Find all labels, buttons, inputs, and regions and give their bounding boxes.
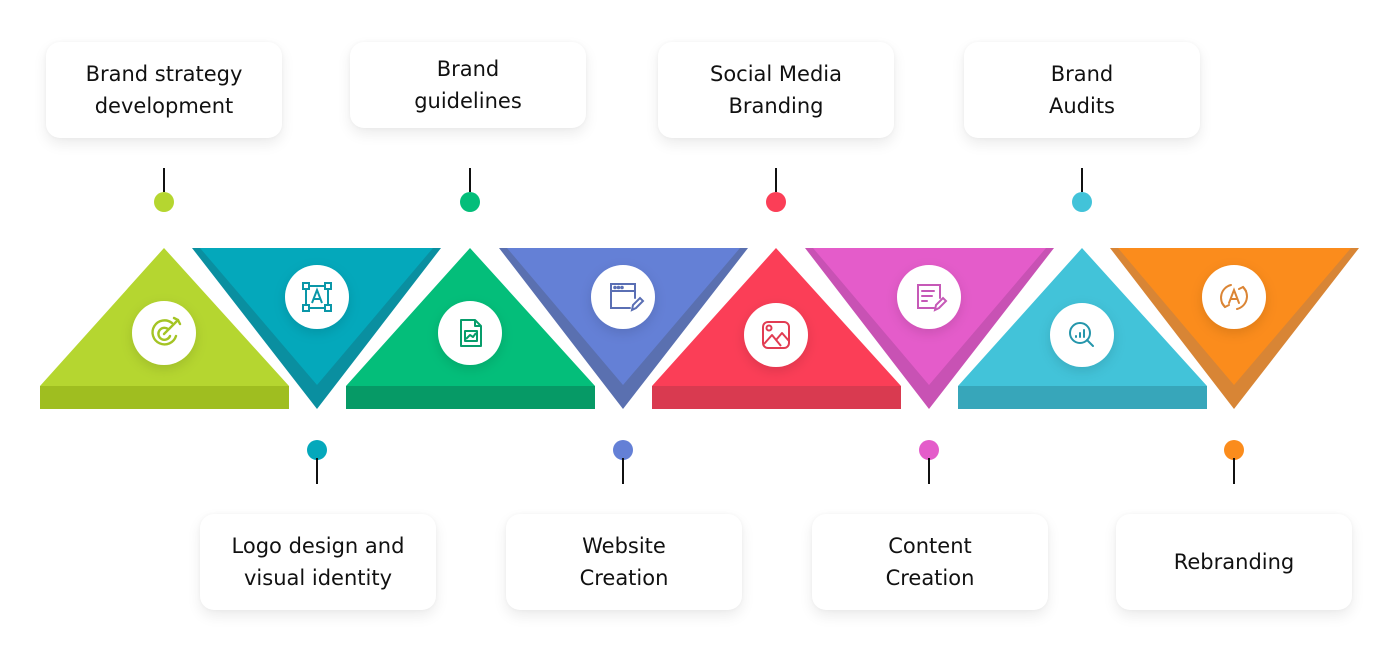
step-4-connector <box>622 458 624 484</box>
step-6-dot <box>919 440 939 460</box>
document-chart-icon <box>460 319 482 347</box>
step-1-label: Brand strategy development <box>85 62 243 118</box>
vector-text-icon <box>302 282 332 312</box>
image-icon <box>762 321 790 349</box>
search-chart-icon <box>1069 322 1094 347</box>
step-3-triangle <box>346 248 595 409</box>
step-3-dot <box>460 192 480 212</box>
label-rebranding: Rebranding <box>1116 514 1352 610</box>
step-7-triangle <box>958 248 1207 409</box>
step-5-dot <box>766 192 786 212</box>
step-7-label: Brand Audits <box>1048 62 1115 118</box>
step-7-dot <box>1072 192 1092 212</box>
step-4-dot <box>613 440 633 460</box>
refresh-a-icon <box>1220 284 1248 310</box>
step-2-dot <box>307 440 327 460</box>
step-1-dot <box>154 192 174 212</box>
label-social-media-branding: Social Media Branding <box>658 42 894 138</box>
label-brand-strategy-development: Brand strategy development <box>46 42 282 138</box>
note-edit-icon <box>917 284 948 312</box>
step-6-label: Content Creation <box>885 534 975 590</box>
browser-edit-icon <box>610 283 645 312</box>
label-brand-audits: Brand Audits <box>964 42 1200 138</box>
label-website-creation: Website Creation <box>506 514 742 610</box>
step-4-triangle <box>499 248 748 409</box>
label-logo-design-visual-identity: Logo design and visual identity <box>200 514 436 610</box>
step-6-connector <box>928 458 930 484</box>
target-arrow-icon <box>151 316 182 346</box>
label-brand-guidelines: Brand guidelines <box>350 42 586 128</box>
step-5-connector <box>775 168 777 192</box>
step-3-connector <box>469 168 471 192</box>
step-1-connector <box>163 168 165 192</box>
step-4-label: Website Creation <box>579 534 669 590</box>
step-8-connector <box>1233 458 1235 484</box>
step-5-triangle <box>652 248 901 409</box>
step-2-connector <box>316 458 318 484</box>
step-6-triangle <box>805 248 1054 409</box>
step-8-triangle <box>1110 248 1359 409</box>
step-5-label: Social Media Branding <box>709 62 842 118</box>
step-8-dot <box>1224 440 1244 460</box>
step-8-label: Rebranding <box>1173 550 1295 574</box>
step-2-label: Logo design and visual identity <box>231 534 405 590</box>
label-content-creation: Content Creation <box>812 514 1048 610</box>
step-3-label: Brand guidelines <box>414 57 522 113</box>
step-2-triangle <box>192 248 441 409</box>
step-1-triangle <box>40 248 289 409</box>
step-7-connector <box>1081 168 1083 192</box>
